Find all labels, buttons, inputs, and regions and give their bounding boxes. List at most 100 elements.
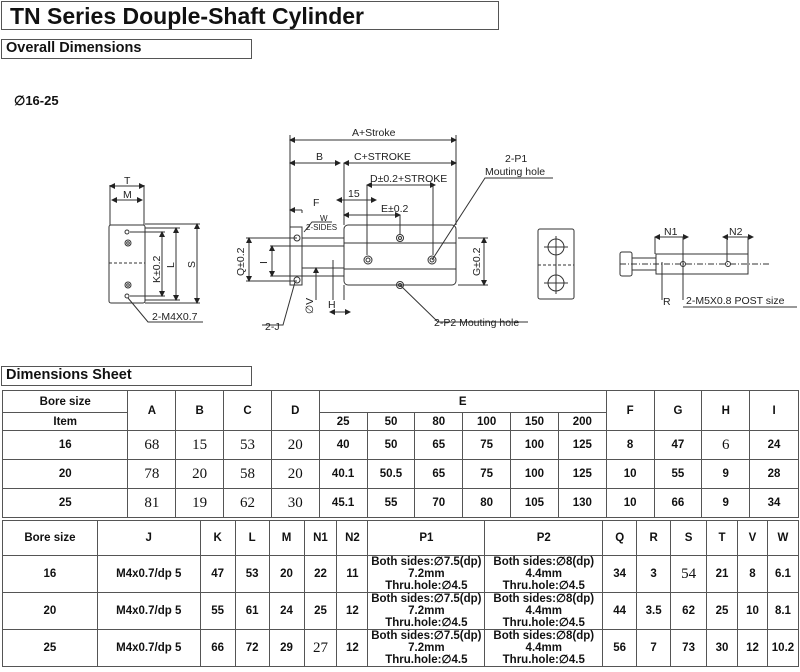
table-row: 25 M4x0.7/dp 5 66 72 29 27 12 Both sides… bbox=[2, 629, 800, 667]
header-E: E bbox=[318, 390, 607, 413]
cell-F: 8 bbox=[605, 430, 655, 460]
p1-line: Thru.hole:∅4.5 bbox=[385, 580, 468, 592]
cell-N2: 12 bbox=[336, 629, 369, 667]
p1-line: Both sides:∅7.5(dp) bbox=[371, 593, 482, 605]
section-overall-dimensions: Overall Dimensions bbox=[1, 39, 252, 59]
header-E-25: 25 bbox=[318, 412, 368, 431]
p1-line: Thru.hole:∅4.5 bbox=[385, 654, 468, 666]
section-dimensions-sheet: Dimensions Sheet bbox=[1, 366, 252, 386]
p1-line: 7.2mm bbox=[408, 642, 445, 654]
cell-D: 30 bbox=[270, 488, 320, 518]
cell-E: 40 bbox=[318, 430, 368, 460]
cell-E: 50 bbox=[366, 430, 416, 460]
header-E-100: 100 bbox=[462, 412, 512, 431]
cell-E: 100 bbox=[510, 430, 559, 460]
cell-L: 61 bbox=[234, 592, 270, 630]
dim-S: S bbox=[186, 261, 198, 268]
cell-G: 66 bbox=[653, 488, 703, 518]
header-K: K bbox=[199, 520, 236, 556]
p1-line: Both sides:∅7.5(dp) bbox=[371, 630, 482, 642]
header-L: L bbox=[234, 520, 270, 556]
header-D: D bbox=[270, 390, 320, 431]
cell-R: 3.5 bbox=[636, 592, 672, 630]
dim-N1: N1 bbox=[664, 226, 678, 238]
cell-D: 20 bbox=[270, 430, 320, 460]
label-left-thread: 2-M4X0.7 bbox=[152, 311, 198, 323]
cell-B: 15 bbox=[175, 430, 225, 460]
cell-W: 8.1 bbox=[766, 592, 800, 630]
cell-bore: 16 bbox=[1, 430, 129, 460]
dim-K: K±0.2 bbox=[151, 255, 163, 283]
page-title-box: TN Series Douple-Shaft Cylinder bbox=[1, 1, 499, 30]
p2-line: Thru.hole:∅4.5 bbox=[502, 580, 585, 592]
header-F: F bbox=[605, 390, 655, 431]
header-E-50: 50 bbox=[366, 412, 416, 431]
cell-S: 62 bbox=[670, 592, 708, 630]
cell-Q: 44 bbox=[602, 592, 638, 630]
cell-B: 19 bbox=[175, 488, 225, 518]
cell-A: 81 bbox=[127, 488, 177, 518]
header-E-150: 150 bbox=[510, 412, 559, 431]
dimensions-table-1: Bore size A B C D E F G H I Item 25 50 8… bbox=[1, 390, 799, 518]
dim-D: D±0.2+STROKE bbox=[370, 173, 447, 185]
header-V: V bbox=[737, 520, 768, 556]
table-row: 16 M4x0.7/dp 5 47 53 20 22 11 Both sides… bbox=[2, 555, 800, 593]
header-G: G bbox=[653, 390, 703, 431]
dim-H: H bbox=[328, 299, 336, 311]
cell-J: M4x0.7/dp 5 bbox=[96, 629, 201, 667]
cell-K: 55 bbox=[199, 592, 236, 630]
p1-line: 7.2mm bbox=[408, 605, 445, 617]
top-view-right bbox=[619, 234, 797, 308]
cell-A: 78 bbox=[127, 459, 177, 489]
cell-I: 34 bbox=[749, 488, 799, 518]
header-M: M bbox=[268, 520, 305, 556]
cell-E: 45.1 bbox=[318, 488, 368, 518]
dim-W-sides: 2-SIDES bbox=[306, 223, 337, 232]
header-R: R bbox=[636, 520, 672, 556]
dim-C: C+STROKE bbox=[354, 151, 411, 163]
cell-T: 21 bbox=[706, 555, 738, 593]
header-A: A bbox=[127, 390, 177, 431]
cell-bore: 20 bbox=[2, 592, 98, 630]
section-title: Overall Dimensions bbox=[6, 40, 142, 56]
cell-E: 80 bbox=[462, 488, 512, 518]
end-view-right bbox=[537, 228, 575, 300]
bore-range-label: ∅16-25 bbox=[14, 93, 59, 108]
cell-K: 47 bbox=[199, 555, 236, 593]
table-row: 20 M4x0.7/dp 5 55 61 24 25 12 Both sides… bbox=[2, 592, 800, 630]
label-P1: 2-P1 bbox=[505, 153, 527, 165]
cell-R: 7 bbox=[636, 629, 672, 667]
header-H: H bbox=[701, 390, 751, 431]
cell-E: 65 bbox=[414, 430, 464, 460]
header-T: T bbox=[706, 520, 738, 556]
cell-E: 125 bbox=[557, 430, 607, 460]
cell-Q: 56 bbox=[602, 629, 638, 667]
cell-C: 62 bbox=[223, 488, 272, 518]
dim-E: E±0.2 bbox=[381, 203, 409, 215]
label-J: 2-J bbox=[265, 321, 280, 333]
dim-Q: Q±0.2 bbox=[235, 247, 247, 276]
header-J: J bbox=[96, 520, 201, 556]
dim-N2: N2 bbox=[729, 226, 743, 238]
p1-line: Thru.hole:∅4.5 bbox=[385, 617, 468, 629]
cell-E: 105 bbox=[510, 488, 559, 518]
cell-B: 20 bbox=[175, 459, 225, 489]
cell-N1: 27 bbox=[303, 629, 338, 667]
header-N1: N1 bbox=[303, 520, 338, 556]
header-Q: Q bbox=[602, 520, 638, 556]
cell-E: 70 bbox=[414, 488, 464, 518]
header-item: Item bbox=[1, 412, 129, 431]
dim-V: ∅V bbox=[304, 298, 316, 314]
cell-N2: 11 bbox=[336, 555, 369, 593]
header-bore-size: Bore size bbox=[1, 390, 129, 413]
cell-F: 10 bbox=[605, 459, 655, 489]
p2-line: Thru.hole:∅4.5 bbox=[502, 617, 585, 629]
header-E-80: 80 bbox=[414, 412, 464, 431]
label-P2: 2-P2 Mouting hole bbox=[434, 317, 519, 329]
header-W: W bbox=[766, 520, 800, 556]
